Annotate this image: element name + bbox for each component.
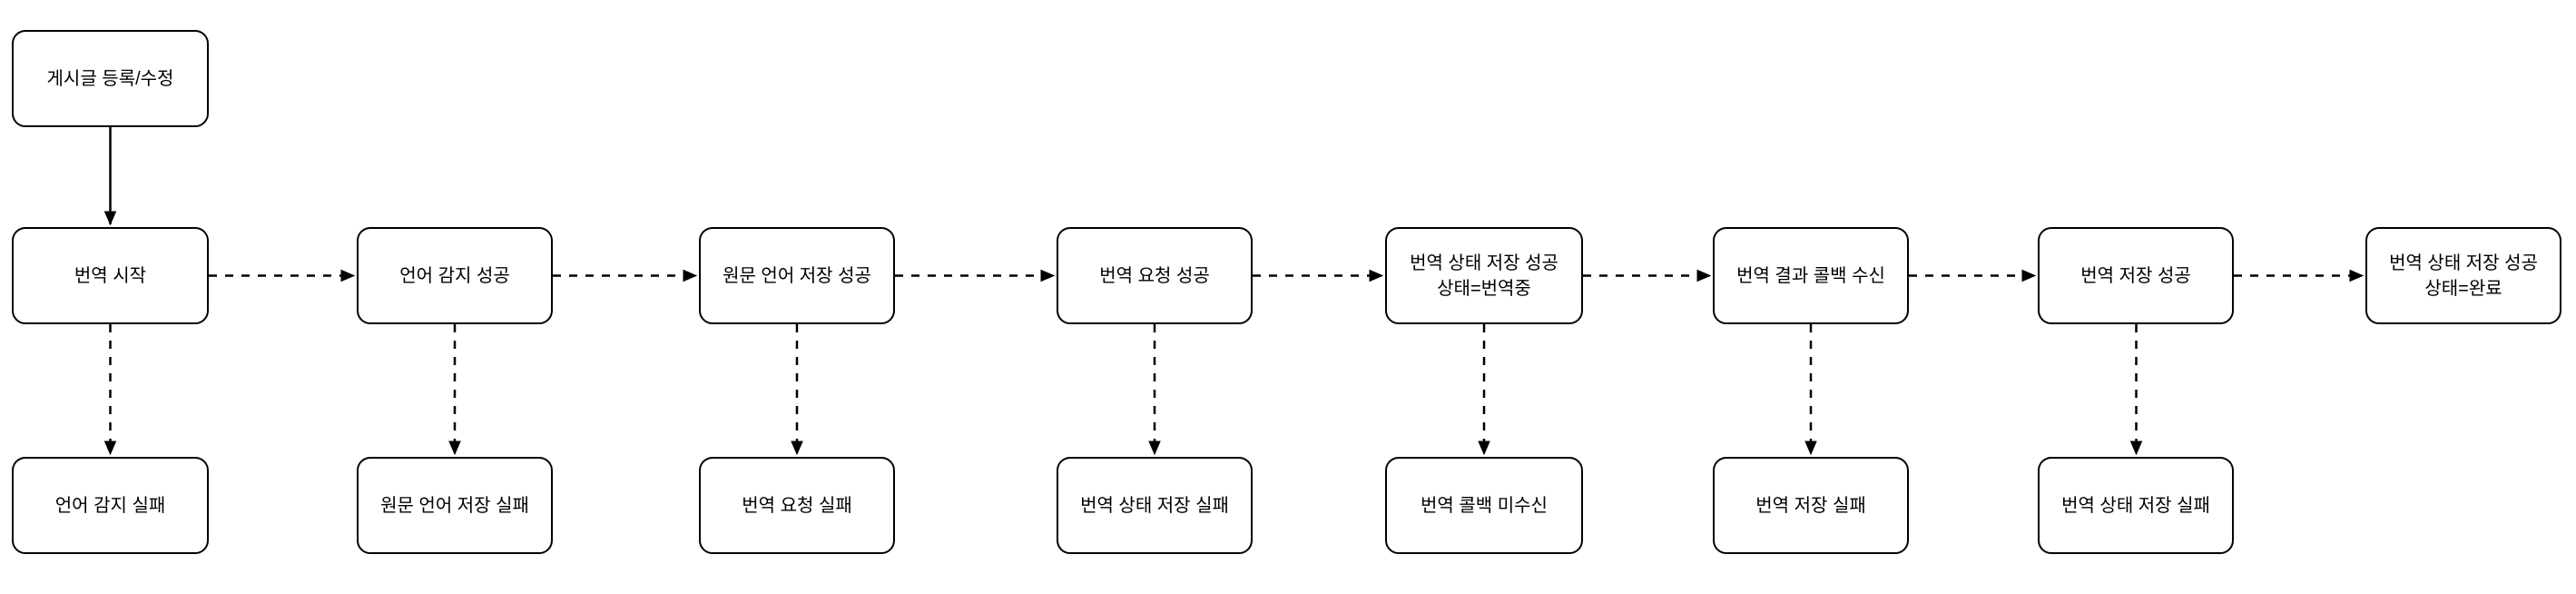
node-translation-result-callback-received: 번역 결과 콜백 수신 bbox=[1713, 227, 1909, 324]
node-language-detect-success: 언어 감지 성공 bbox=[357, 227, 553, 324]
node-source-language-save-fail: 원문 언어 저장 실패 bbox=[357, 457, 553, 554]
node-post-create-edit: 게시글 등록/수정 bbox=[12, 30, 209, 127]
node-translation-request-fail: 번역 요청 실패 bbox=[699, 457, 895, 554]
node-translation-save-fail: 번역 저장 실패 bbox=[1713, 457, 1909, 554]
node-translation-status-save-success-translating: 번역 상태 저장 성공 상태=번역중 bbox=[1385, 227, 1583, 324]
node-language-detect-fail: 언어 감지 실패 bbox=[12, 457, 209, 554]
node-translation-save-success: 번역 저장 성공 bbox=[2038, 227, 2234, 324]
node-translation-status-save-success-complete: 번역 상태 저장 성공 상태=완료 bbox=[2365, 227, 2561, 324]
node-source-language-save-success: 원문 언어 저장 성공 bbox=[699, 227, 895, 324]
node-translation-request-success: 번역 요청 성공 bbox=[1057, 227, 1253, 324]
node-translation-callback-not-received: 번역 콜백 미수신 bbox=[1385, 457, 1583, 554]
node-translation-status-save-fail-final: 번역 상태 저장 실패 bbox=[2038, 457, 2234, 554]
node-translation-start: 번역 시작 bbox=[12, 227, 209, 324]
node-translation-status-save-fail: 번역 상태 저장 실패 bbox=[1057, 457, 1253, 554]
